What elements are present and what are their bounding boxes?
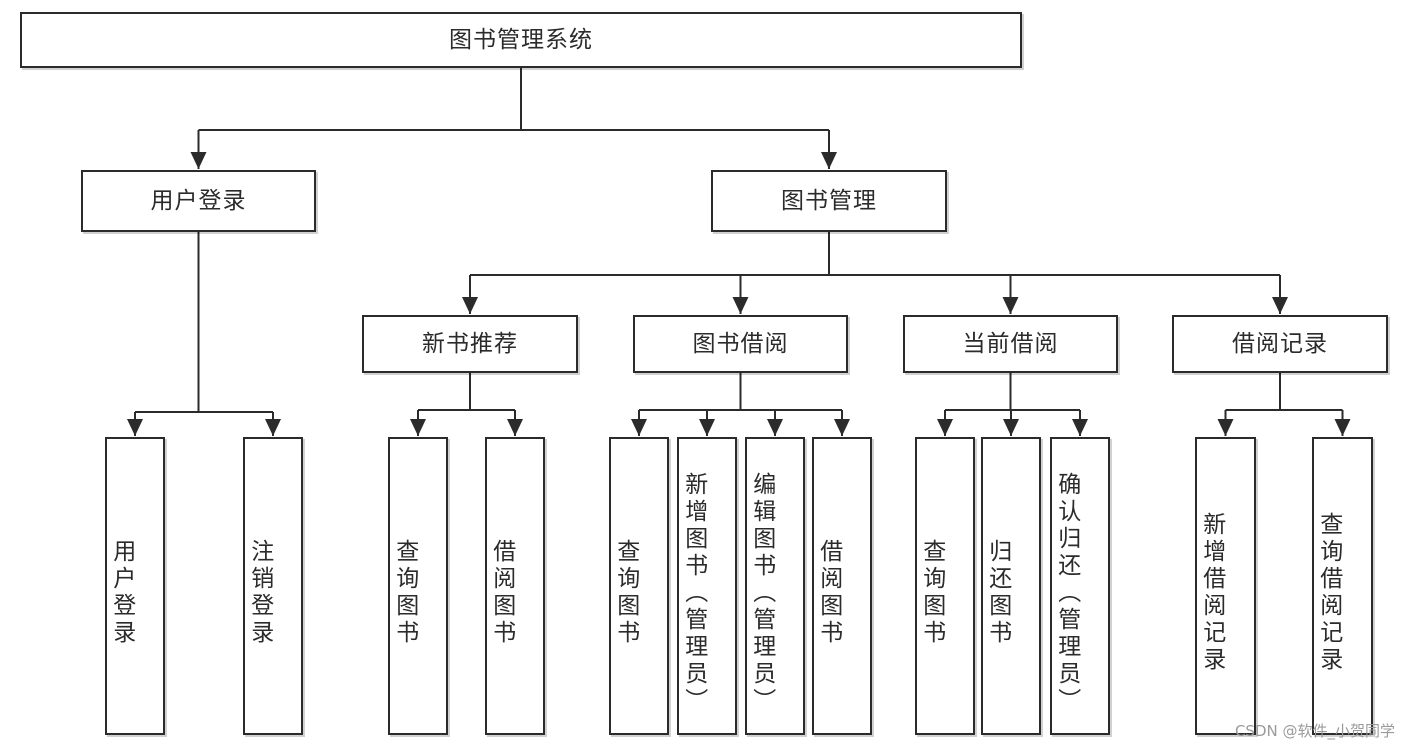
- node-l6[interactable]: 新增图书（管理员）: [677, 437, 737, 735]
- node-label: 查询借阅记录: [1315, 512, 1342, 674]
- node-label: 图书管理: [781, 187, 877, 214]
- node-label: 注销登录: [246, 539, 273, 647]
- node-current[interactable]: 当前借阅: [903, 315, 1118, 373]
- node-l4[interactable]: 借阅图书: [485, 437, 545, 735]
- node-bookmgmt[interactable]: 图书管理: [711, 170, 947, 232]
- node-label: 查询图书: [391, 539, 418, 647]
- node-l3[interactable]: 查询图书: [388, 437, 448, 735]
- node-label: 借阅图书: [815, 539, 842, 647]
- node-label: 确认归还（管理员）: [1053, 471, 1080, 715]
- node-label: 新增图书（管理员）: [680, 471, 707, 715]
- node-l5[interactable]: 查询图书: [609, 437, 669, 735]
- node-borrow[interactable]: 图书借阅: [633, 315, 848, 373]
- node-l2[interactable]: 注销登录: [243, 437, 303, 735]
- node-l10[interactable]: 归还图书: [981, 437, 1041, 735]
- node-label: 编辑图书（管理员）: [748, 471, 775, 715]
- node-l13[interactable]: 查询借阅记录: [1312, 437, 1373, 735]
- node-l1[interactable]: 用户登录: [105, 437, 165, 735]
- node-label: 借阅记录: [1232, 330, 1328, 357]
- node-l9[interactable]: 查询图书: [915, 437, 975, 735]
- node-l12[interactable]: 新增借阅记录: [1195, 437, 1256, 735]
- node-label: 当前借阅: [962, 330, 1059, 357]
- node-label: 新增借阅记录: [1198, 512, 1225, 674]
- node-records[interactable]: 借阅记录: [1172, 315, 1388, 373]
- node-l8[interactable]: 借阅图书: [812, 437, 872, 735]
- node-label: 查询图书: [612, 539, 639, 647]
- node-root[interactable]: 图书管理系统: [20, 12, 1022, 68]
- node-l11[interactable]: 确认归还（管理员）: [1050, 437, 1110, 735]
- node-label: 图书借阅: [692, 330, 789, 357]
- node-label: 查询图书: [918, 539, 945, 647]
- node-label: 借阅图书: [488, 539, 515, 647]
- node-label: 用户登录: [108, 539, 135, 647]
- node-newbook[interactable]: 新书推荐: [362, 315, 578, 373]
- node-label: 用户登录: [150, 187, 247, 214]
- node-label: 图书管理系统: [449, 26, 593, 53]
- node-login[interactable]: 用户登录: [81, 170, 316, 232]
- node-label: 归还图书: [984, 539, 1011, 647]
- node-label: 新书推荐: [422, 330, 518, 357]
- node-l7[interactable]: 编辑图书（管理员）: [745, 437, 805, 735]
